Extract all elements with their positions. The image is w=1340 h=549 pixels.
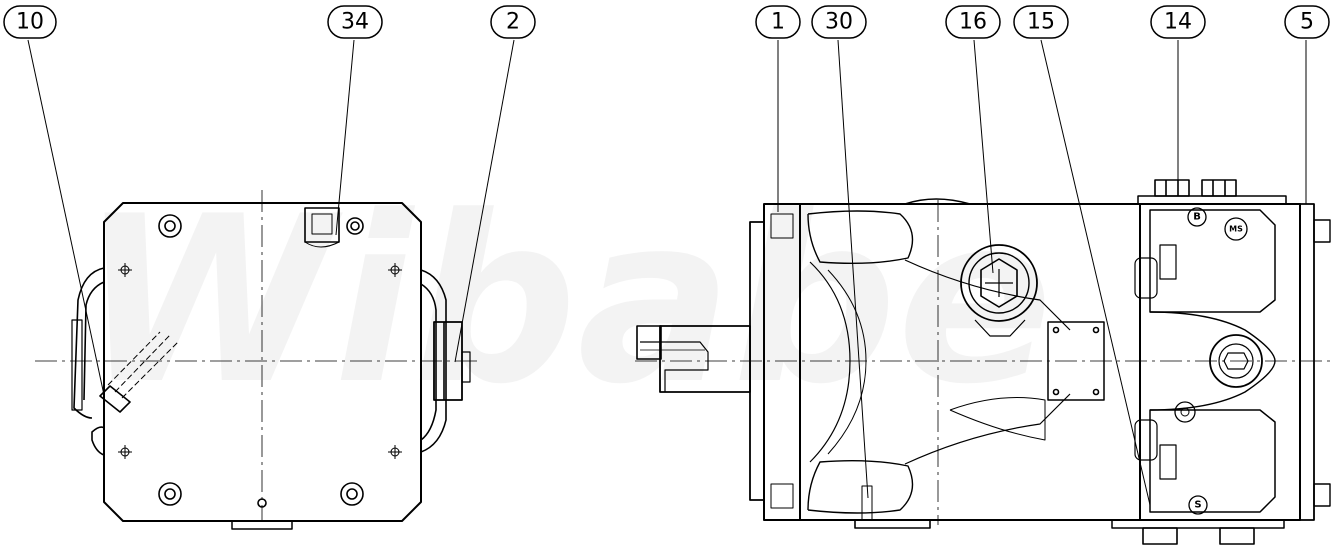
balloon-30-label: 30 [825,10,853,35]
balloon-10-label: 10 [16,10,44,35]
plug-16 [960,244,1038,337]
balloon-2: 2 [490,5,536,39]
balloon-34: 34 [327,5,383,39]
leader-lines [27,39,1307,506]
side-view [635,179,1335,545]
balloon-16: 16 [945,5,1001,39]
port-ms-label: MS [1229,225,1243,234]
port-b-label: B [1193,212,1201,223]
balloon-1-label: 1 [771,10,785,35]
balloon-1: 1 [755,5,801,39]
balloon-16-label: 16 [959,10,987,35]
balloon-15: 15 [1013,5,1069,39]
port-markers: B MS S [1187,207,1248,515]
port-s-label: S [1194,500,1201,511]
watermark: Wibabe [80,168,1053,435]
balloon-15-label: 15 [1027,10,1055,35]
end-view [35,190,480,530]
cross-markers [118,263,402,459]
balloon-34-label: 34 [341,10,369,35]
balloon-10: 10 [3,5,57,39]
balloon-14-label: 14 [1164,10,1192,35]
balloon-30: 30 [811,5,867,39]
mounting-hole-group [158,214,364,508]
balloon-2-label: 2 [506,10,520,35]
balloon-5-label: 5 [1300,10,1314,35]
balloon-14: 14 [1150,5,1206,39]
balloon-5: 5 [1284,5,1330,39]
